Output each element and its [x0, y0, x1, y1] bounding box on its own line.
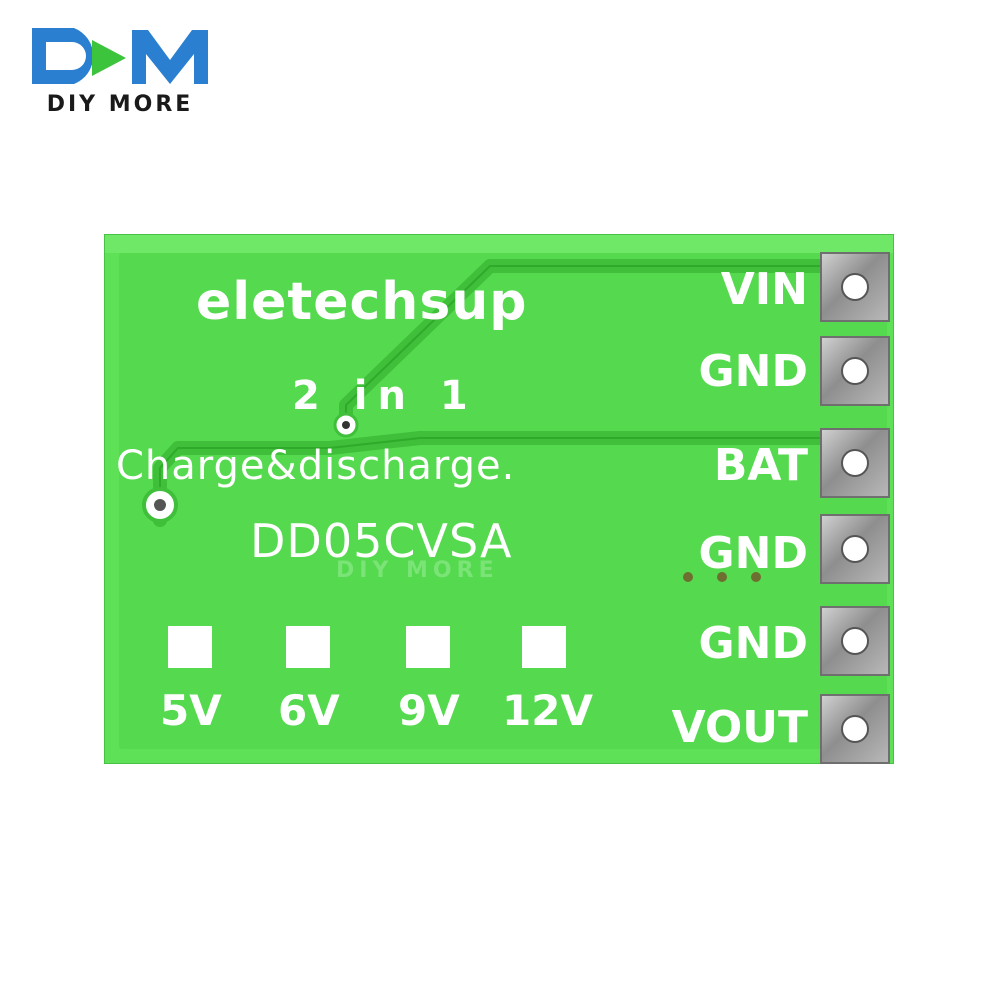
pin-hole [841, 357, 869, 385]
silkscreen-model: DD05CVSA [250, 514, 513, 568]
brand-logo [22, 18, 222, 128]
via-5 [751, 572, 761, 582]
header-pad-vout [820, 694, 890, 764]
pin-hole [841, 715, 869, 743]
voltage-label-5v: 5V [160, 686, 222, 735]
select-pad-12v [522, 626, 566, 668]
silkscreen-charge-discharge: Charge&discharge. [116, 443, 516, 489]
header-pad-gnd-3 [820, 606, 890, 676]
watermark: DIY MORE [336, 558, 499, 583]
header-pad-gnd-2 [820, 514, 890, 584]
voltage-label-12v: 12V [502, 686, 593, 735]
voltage-label-9v: 9V [398, 686, 460, 735]
pin-hole [841, 273, 869, 301]
select-pad-6v [286, 626, 330, 668]
board-surface [119, 253, 887, 749]
pad-label-gnd-3: GND [698, 618, 808, 669]
header-pad-gnd-1 [820, 336, 890, 406]
pad-label-bat: BAT [713, 440, 808, 491]
voltage-label-6v: 6V [278, 686, 340, 735]
pin-hole [841, 535, 869, 563]
header-pad-vin [820, 252, 890, 322]
select-pad-5v [168, 626, 212, 668]
silkscreen-brand: eletechsup [196, 272, 528, 332]
pad-label-gnd-1: GND [698, 346, 808, 397]
pin-hole [841, 449, 869, 477]
select-pad-9v [406, 626, 450, 668]
logo-wordmark: DIY MORE [46, 92, 194, 117]
pad-label-vin: VIN [720, 264, 808, 315]
header-pad-bat [820, 428, 890, 498]
dm-logo-mark [32, 28, 208, 84]
via-4 [717, 572, 727, 582]
via-3 [683, 572, 693, 582]
pcb-board [104, 234, 894, 764]
board-edge [105, 235, 893, 253]
silkscreen-2in1: 2 in 1 [292, 373, 478, 419]
pad-label-gnd-2: GND [698, 528, 808, 579]
pin-hole [841, 627, 869, 655]
pad-label-vout: VOUT [671, 702, 808, 753]
